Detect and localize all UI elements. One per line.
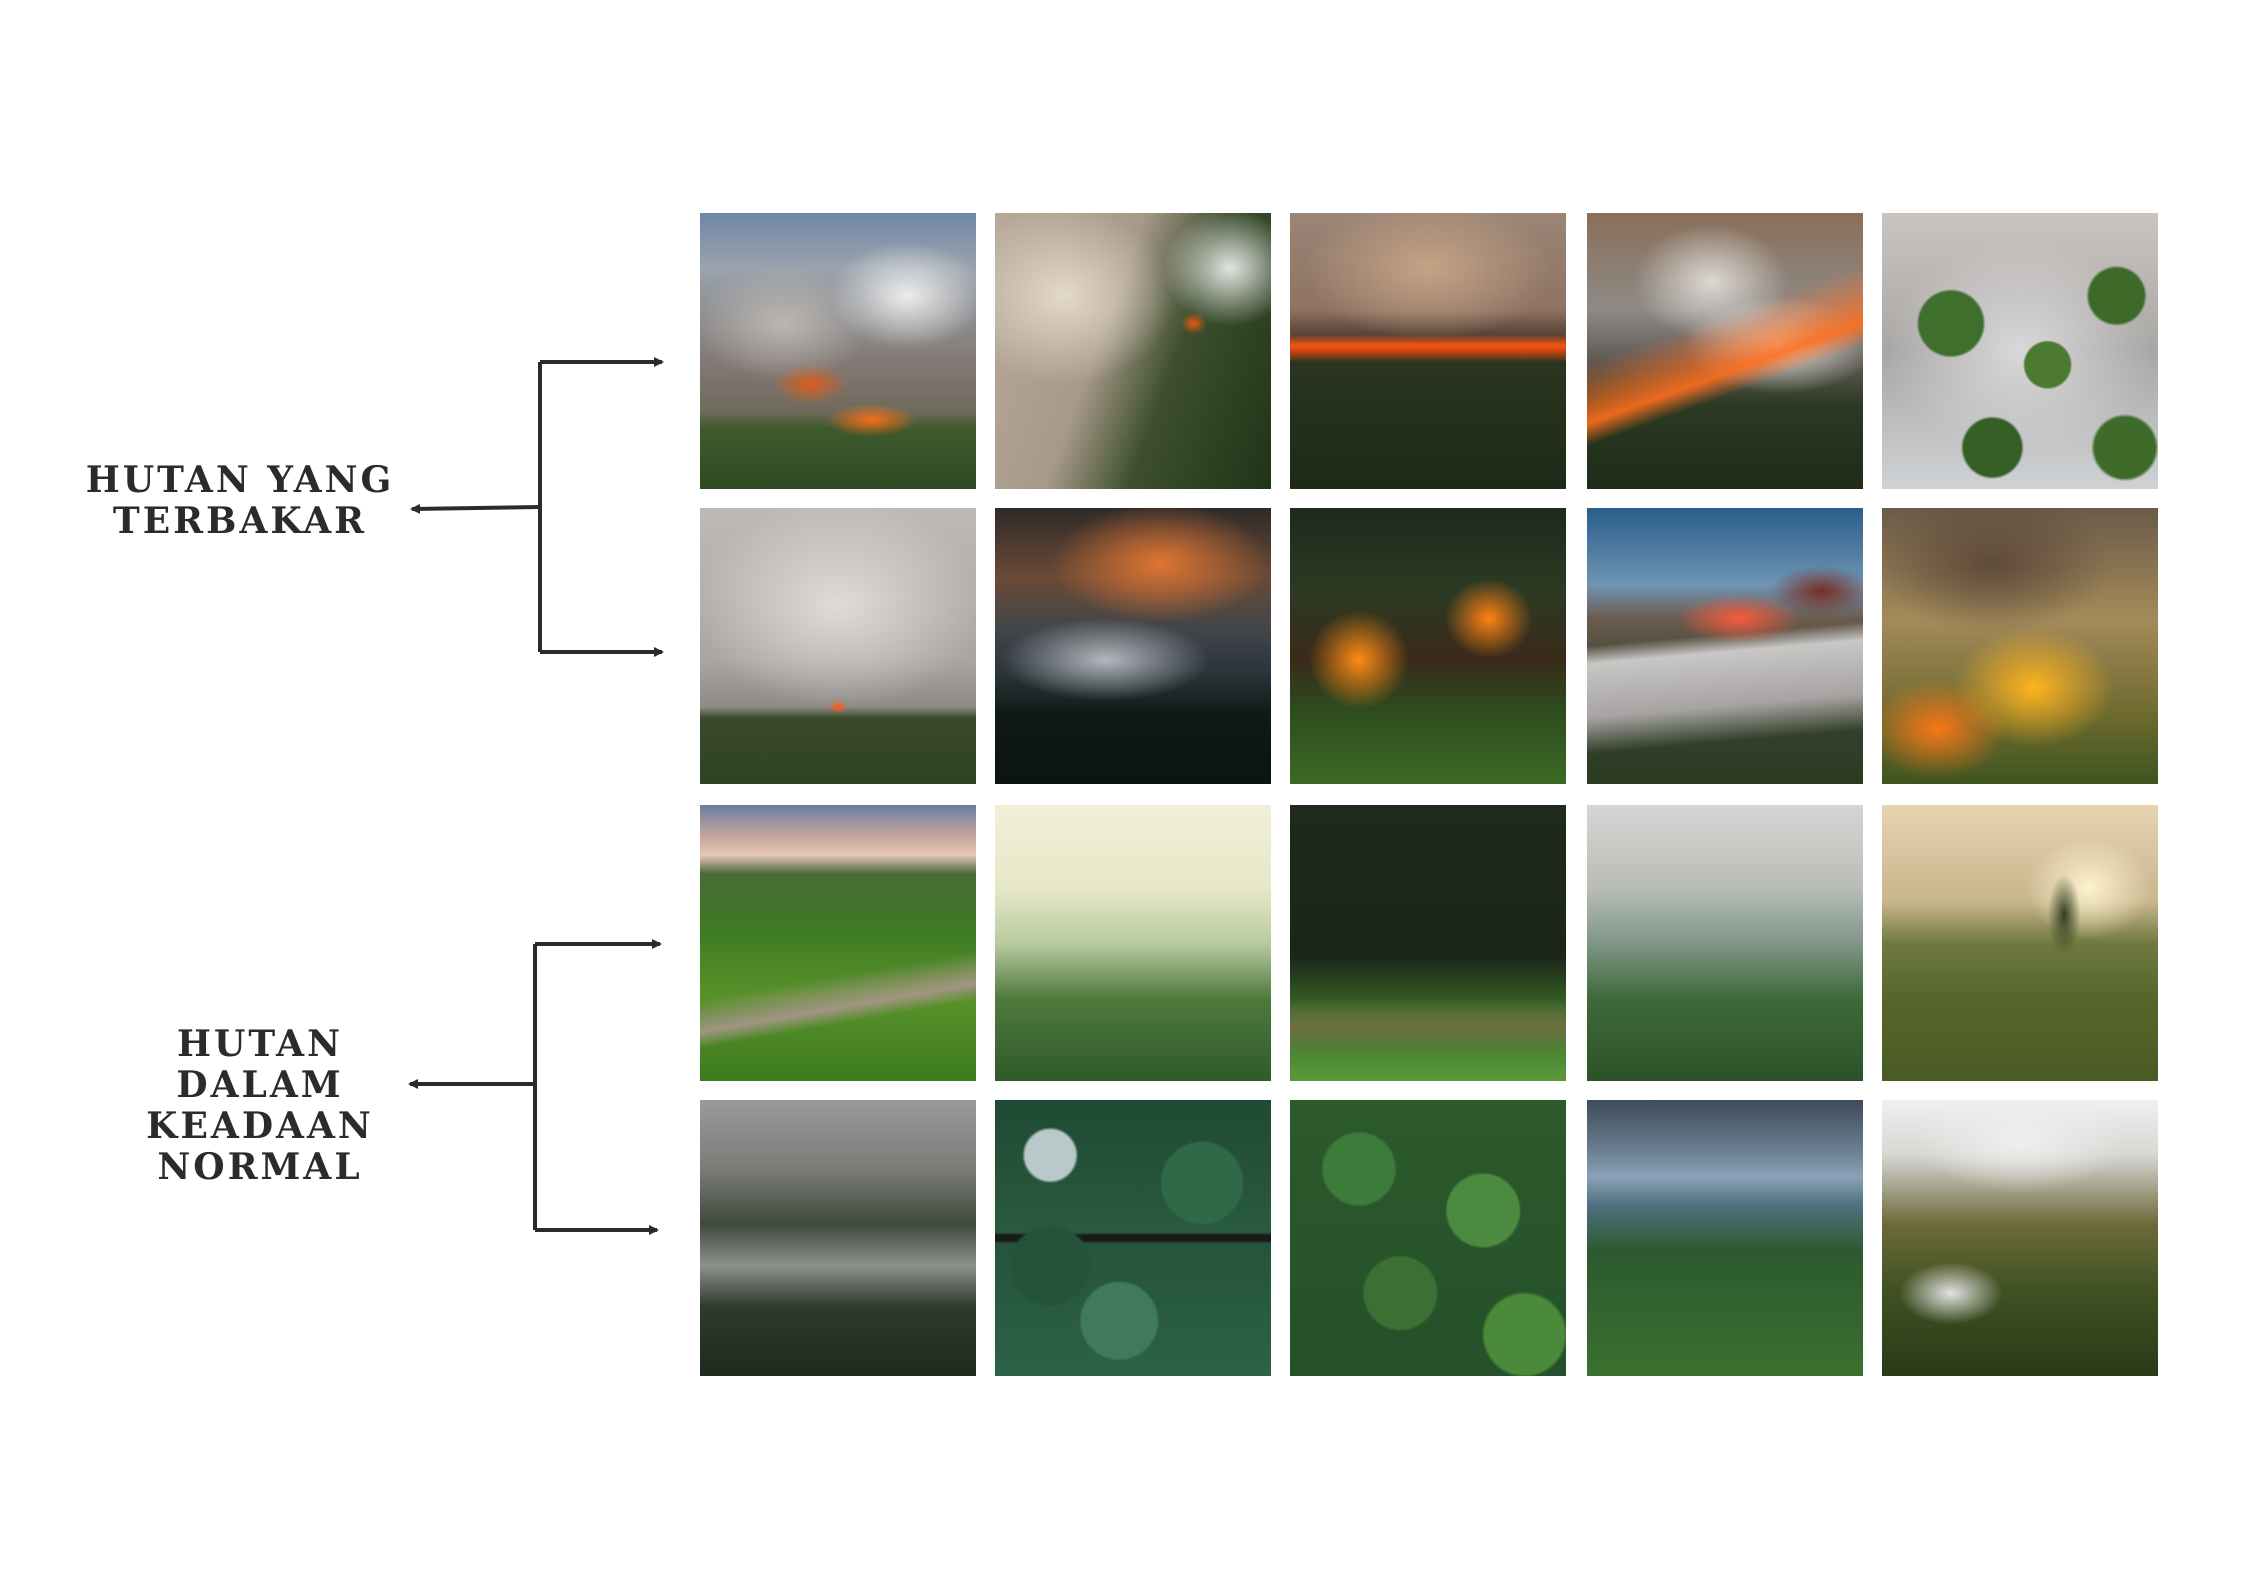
normal-forest-photo — [1587, 805, 1863, 1081]
burned-forest-photo — [995, 508, 1271, 784]
normal-forest-label: HUTAN DALAM KEADAAN NORMAL — [90, 1024, 430, 1188]
normal-forest-photo — [1290, 805, 1566, 1081]
normal-label-line-3: NORMAL — [157, 1146, 363, 1188]
burned-forest-label: HUTAN YANG TERBAKAR — [80, 460, 400, 542]
burned-bracket — [410, 357, 664, 657]
normal-forest-photo — [700, 1100, 976, 1376]
normal-forest-photo — [700, 805, 976, 1081]
normal-label-line-1: HUTAN DALAM — [176, 1023, 344, 1106]
normal-forest-photo — [1882, 1100, 2158, 1376]
normal-forest-photo — [1882, 805, 2158, 1081]
normal-forest-photo — [995, 805, 1271, 1081]
burned-label-line-2: TERBAKAR — [112, 500, 368, 542]
normal-forest-photo — [1290, 1100, 1566, 1376]
normal-forest-photo — [1587, 1100, 1863, 1376]
burned-arrow-label — [410, 503, 541, 514]
burned-forest-photo — [1290, 508, 1566, 784]
burned-forest-photo — [1587, 213, 1863, 489]
burned-forest-photo — [1882, 508, 2158, 784]
burned-forest-photo — [1587, 508, 1863, 784]
normal-forest-photo — [995, 1100, 1271, 1376]
burned-forest-photo — [700, 213, 976, 489]
normal-bracket — [408, 939, 662, 1235]
burned-forest-photo — [995, 213, 1271, 489]
burned-forest-photo — [700, 508, 976, 784]
normal-label-line-2: KEADAAN — [146, 1105, 374, 1147]
burned-label-line-1: HUTAN YANG — [85, 459, 395, 501]
burned-forest-photo — [1882, 213, 2158, 489]
burned-forest-photo — [1290, 213, 1566, 489]
